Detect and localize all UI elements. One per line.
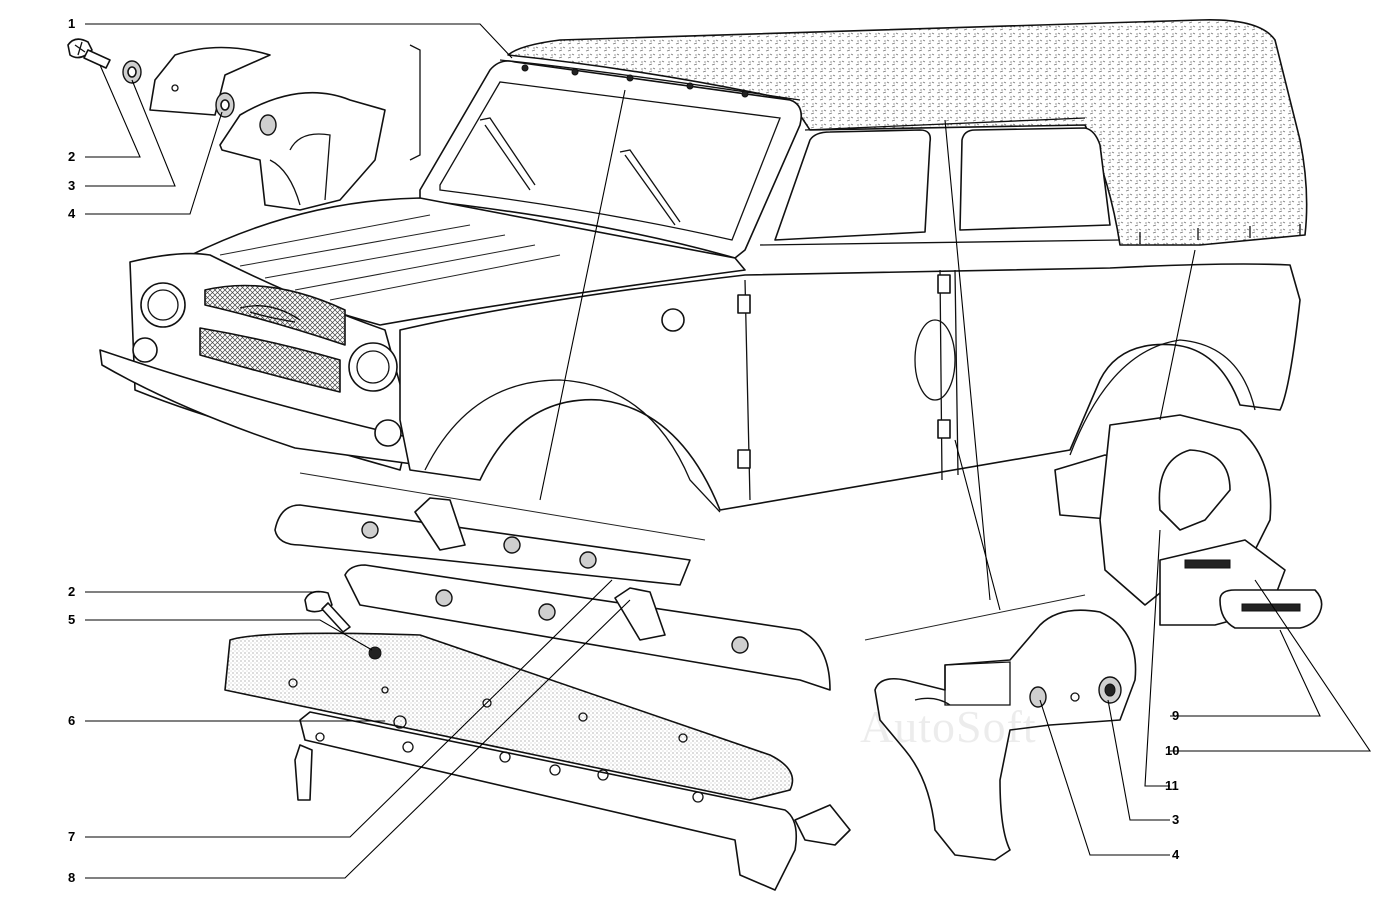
callout-9: 9 [1172,708,1180,723]
corner-piece [219,91,386,211]
fuel-lid [914,319,956,401]
seal-strip-middle [344,564,831,691]
wiper-left [479,117,536,191]
side-body [399,263,1301,511]
callout-10: 10 [1165,743,1180,758]
callout-7: 7 [68,829,76,844]
callout-8: 8 [68,870,76,885]
wiper-right [619,149,681,226]
seal-strip-upper [274,504,691,586]
grille-emblem [239,305,301,323]
fog-lamp-right [374,419,402,447]
callout-2-lower: 2 [68,584,76,599]
plate [149,46,271,116]
mirror-bracket [661,308,685,332]
callout-1: 1 [68,16,76,31]
rear-door-window [959,127,1111,231]
rail [299,711,798,891]
hinge [737,294,751,314]
callout-4-top: 4 [68,206,76,221]
front-door-window [774,129,932,241]
grille-upper [204,284,346,346]
grille-lower [199,327,341,393]
soft-top-canvas [507,19,1308,246]
hook-detail [1054,414,1323,629]
callout-5: 5 [68,612,76,627]
seal-strip-lower [224,632,794,801]
seal-strip-assembly [224,472,851,891]
hook-spring [1158,449,1231,531]
rear-bracket-detail [864,594,1137,861]
vehicle-body [99,19,1308,513]
leader-lines [85,23,1372,879]
headlight-right [348,342,398,392]
callout-2-top: 2 [68,149,76,164]
callout-3-top: 3 [68,178,76,193]
callout-11: 11 [1165,778,1179,793]
windshield-glass [439,81,781,241]
callout-3-right: 3 [1172,812,1180,827]
fog-lamp-left [132,337,158,363]
corner-bracket-detail [67,38,421,211]
watermark: AutoSoft [860,701,1037,752]
callout-6: 6 [68,713,76,728]
callout-4-right: 4 [1172,847,1180,862]
